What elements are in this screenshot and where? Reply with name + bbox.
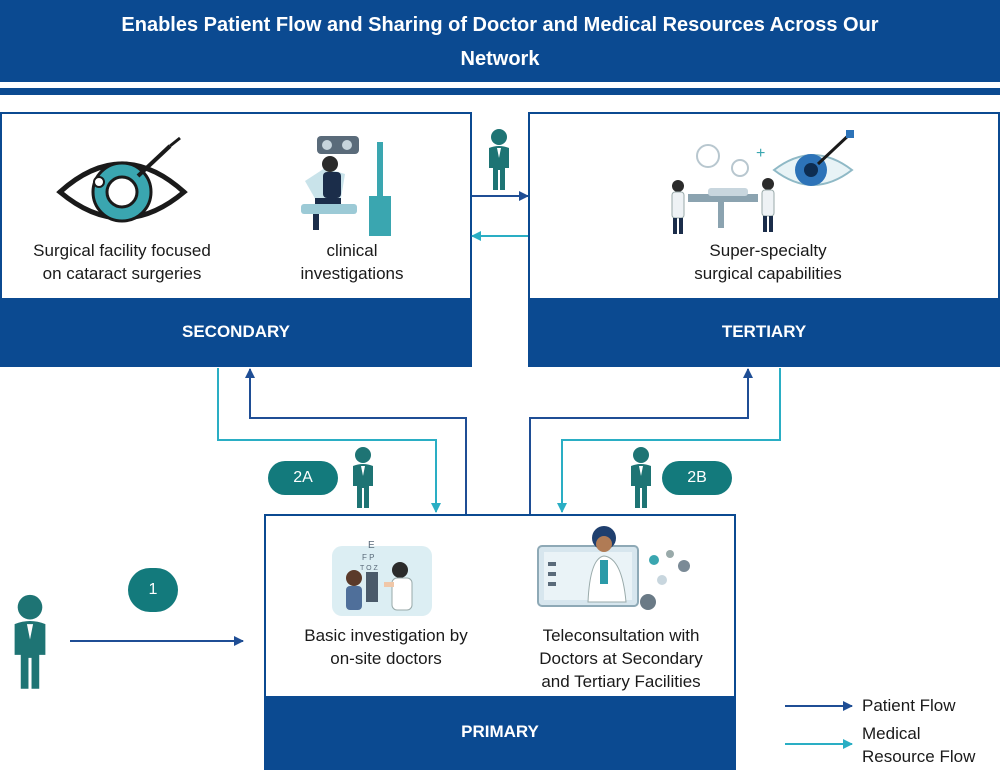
caption-line: and Tertiary Facilities — [541, 672, 701, 691]
svg-text:E: E — [368, 540, 375, 551]
primary-box: E F P T O Z Basic investigation by on-si… — [264, 514, 736, 770]
tertiary-box: + Super-specialty surgical capabilities … — [528, 112, 1000, 367]
legend-resource-flow: Medical Resource Flow — [862, 722, 975, 768]
header-title-line1: Enables Patient Flow and Sharing of Doct… — [121, 14, 879, 36]
secondary-caption-clinical: clinical investigations — [252, 239, 452, 285]
badge-2b: 2B — [662, 461, 732, 495]
primary-label: PRIMARY — [461, 722, 539, 741]
header-title-line2: Network — [460, 48, 540, 70]
caption-line: investigations — [300, 264, 404, 283]
badge-label: 1 — [148, 581, 158, 598]
caption-line: Teleconsultation with — [542, 626, 700, 645]
svg-text:T O Z: T O Z — [360, 565, 378, 572]
legend-line: Resource Flow — [862, 747, 976, 766]
caption-line: surgical capabilities — [694, 264, 842, 283]
header-divider — [0, 88, 1000, 95]
eye-scalpel-icon — [56, 136, 188, 223]
eye-exam-chair-icon — [301, 136, 391, 236]
resource-arrow-tertiary-primary — [557, 368, 781, 513]
badge-2a: 2A — [268, 461, 338, 495]
person-icon — [489, 129, 509, 190]
primary-caption-basic: Basic investigation by on-site doctors — [276, 624, 496, 670]
primary-caption-tele: Teleconsultation with Doctors at Seconda… — [506, 624, 736, 693]
badge-label: 2B — [687, 469, 707, 486]
person-icon — [14, 594, 46, 689]
caption-line: clinical — [326, 241, 378, 260]
caption-line: Doctors at Secondary — [539, 649, 703, 668]
header-banner: Enables Patient Flow and Sharing of Doct… — [0, 0, 1000, 82]
patient-arrow-primary-tertiary — [529, 368, 753, 514]
caption-line: Basic investigation by — [304, 626, 468, 645]
caption-line: on-site doctors — [330, 649, 442, 668]
tertiary-label: TERTIARY — [721, 322, 807, 341]
svg-text:+: + — [756, 145, 765, 162]
legend-line: Medical — [862, 724, 921, 743]
tertiary-caption: Super-specialty surgical capabilities — [648, 239, 888, 285]
tertiary-band: TERTIARY — [530, 298, 998, 365]
svg-text:F P: F P — [362, 553, 374, 562]
secondary-caption-surgical: Surgical facility focused on cataract su… — [2, 239, 242, 285]
caption-line: on cataract surgeries — [42, 264, 202, 283]
caption-line: Surgical facility focused — [33, 241, 211, 260]
badge-label: 2A — [293, 469, 313, 486]
patient-arrow-primary-secondary — [245, 368, 467, 514]
primary-band: PRIMARY — [266, 696, 734, 768]
resource-arrow-secondary-primary — [217, 368, 441, 513]
person-icon — [353, 447, 373, 508]
secondary-band: SECONDARY — [2, 298, 470, 365]
secondary-label: SECONDARY — [182, 322, 290, 341]
surgery-team-eye-icon: + — [671, 130, 854, 234]
person-icon — [631, 447, 651, 508]
badge-1: 1 — [128, 568, 178, 612]
secondary-box: Surgical facility focused on cataract su… — [0, 112, 472, 367]
legend-patient-flow: Patient Flow — [862, 696, 956, 715]
eye-test-doctor-icon: E F P T O Z — [332, 540, 432, 616]
teleconsult-doctor-icon — [537, 526, 690, 610]
caption-line: Super-specialty — [709, 241, 827, 260]
